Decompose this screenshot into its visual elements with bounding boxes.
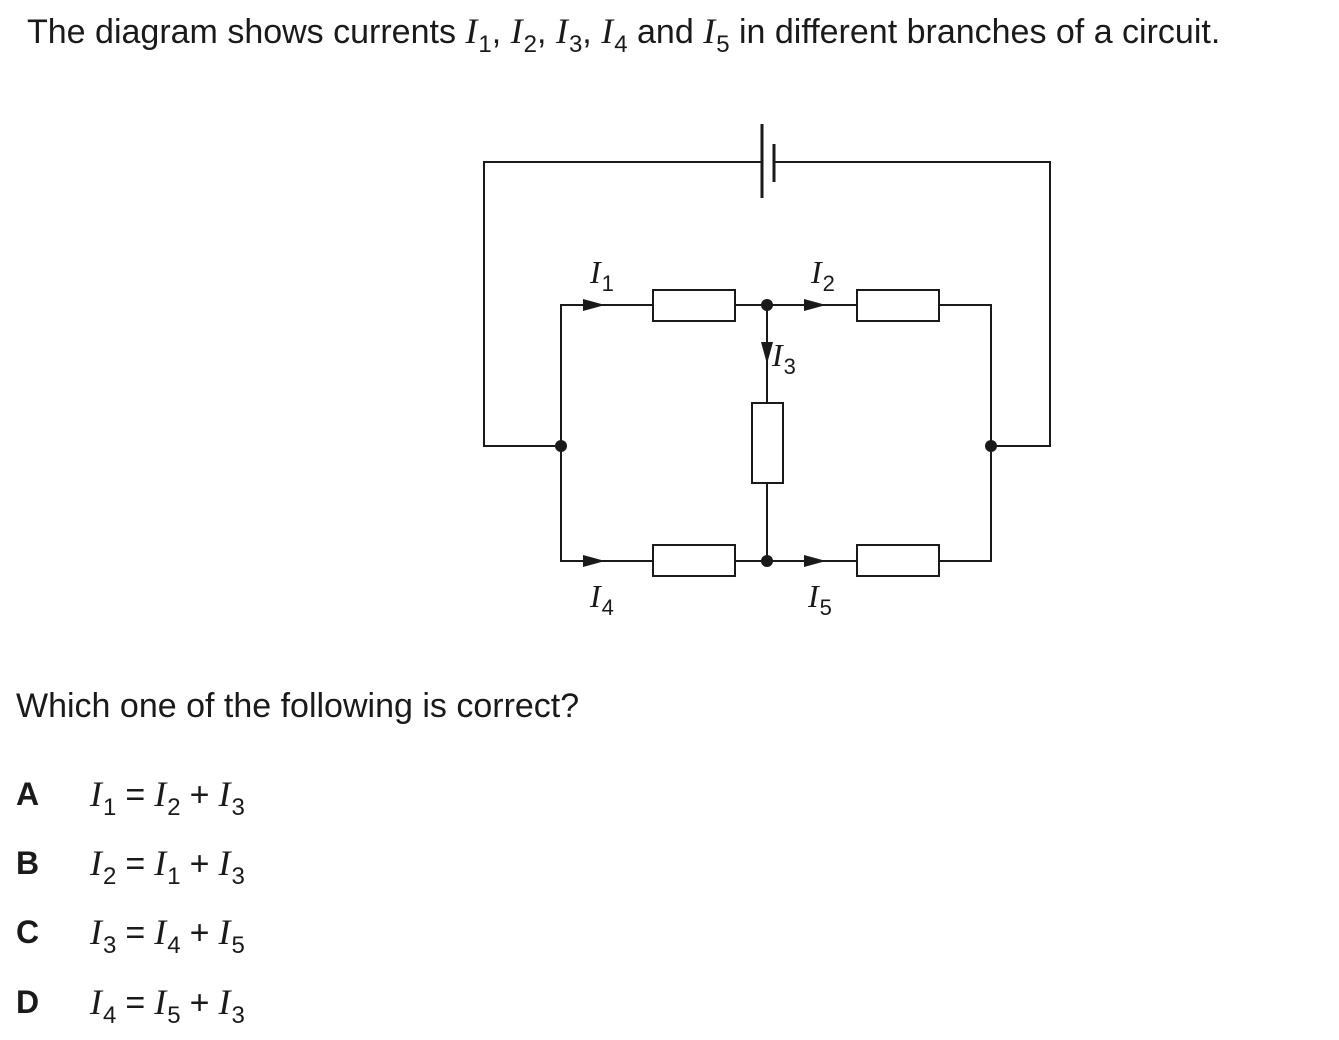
stem-separator: , (582, 13, 602, 51)
stem-suffix: in different branches of a circuit. (729, 13, 1221, 51)
wire-top-right (767, 304, 992, 446)
option-equation: I1=I2+I3 (90, 774, 245, 821)
wire-left-junction-bottom (560, 446, 767, 562)
stem-current-5: I5 (703, 11, 730, 58)
current-label-i1: I1 (590, 254, 614, 296)
option-equation: I3=I4+I5 (90, 912, 245, 959)
current-label-i5: I5 (808, 578, 832, 620)
arrow-i5 (804, 555, 826, 567)
outer-loop (483, 161, 1051, 447)
current-label-i3: I3 (772, 337, 796, 379)
battery-cell (760, 124, 776, 198)
option-letter: B (16, 845, 40, 881)
outer-wire-right (774, 161, 1051, 447)
option-letter: C (16, 914, 40, 950)
arrow-i2 (804, 299, 826, 311)
junction-right (985, 440, 997, 452)
question-prompt: Which one of the following is correct? (16, 687, 580, 725)
stem-and: and (627, 13, 704, 51)
option-equation: I2=I1+I3 (90, 843, 245, 890)
stem-prefix: The diagram shows currents (27, 13, 466, 51)
resistor-bottom-left (652, 544, 736, 577)
stem-separator: , (537, 13, 556, 51)
option-letter: D (16, 984, 40, 1020)
current-label-i4: I4 (590, 578, 614, 620)
arrow-i4 (583, 555, 605, 567)
arrow-i1 (583, 299, 605, 311)
junction-top-middle (761, 299, 773, 311)
wire-left-junction-top (560, 304, 767, 446)
arrow-i3 (761, 342, 773, 364)
stem-current-4: I4 (601, 11, 628, 58)
option-equation: I4=I5+I3 (90, 982, 245, 1029)
resistor-bottom-right (856, 544, 940, 577)
question-stem: The diagram shows currents I1, I2, I3, I… (27, 8, 1220, 59)
resistor-top-right (856, 289, 940, 322)
stem-current-2: I2 (510, 11, 538, 58)
resistor-middle (751, 402, 784, 484)
junction-bottom-middle (761, 555, 773, 567)
junction-left (555, 440, 567, 452)
wire-bottom-right (767, 446, 992, 562)
resistor-top-left (652, 289, 736, 322)
current-label-i2: I2 (811, 254, 835, 296)
stem-current-1: I1 (465, 11, 492, 58)
stem-separator: , (491, 13, 511, 51)
stem-current-3: I3 (555, 11, 583, 58)
outer-wire-left (483, 161, 762, 447)
option-letter: A (16, 776, 40, 812)
